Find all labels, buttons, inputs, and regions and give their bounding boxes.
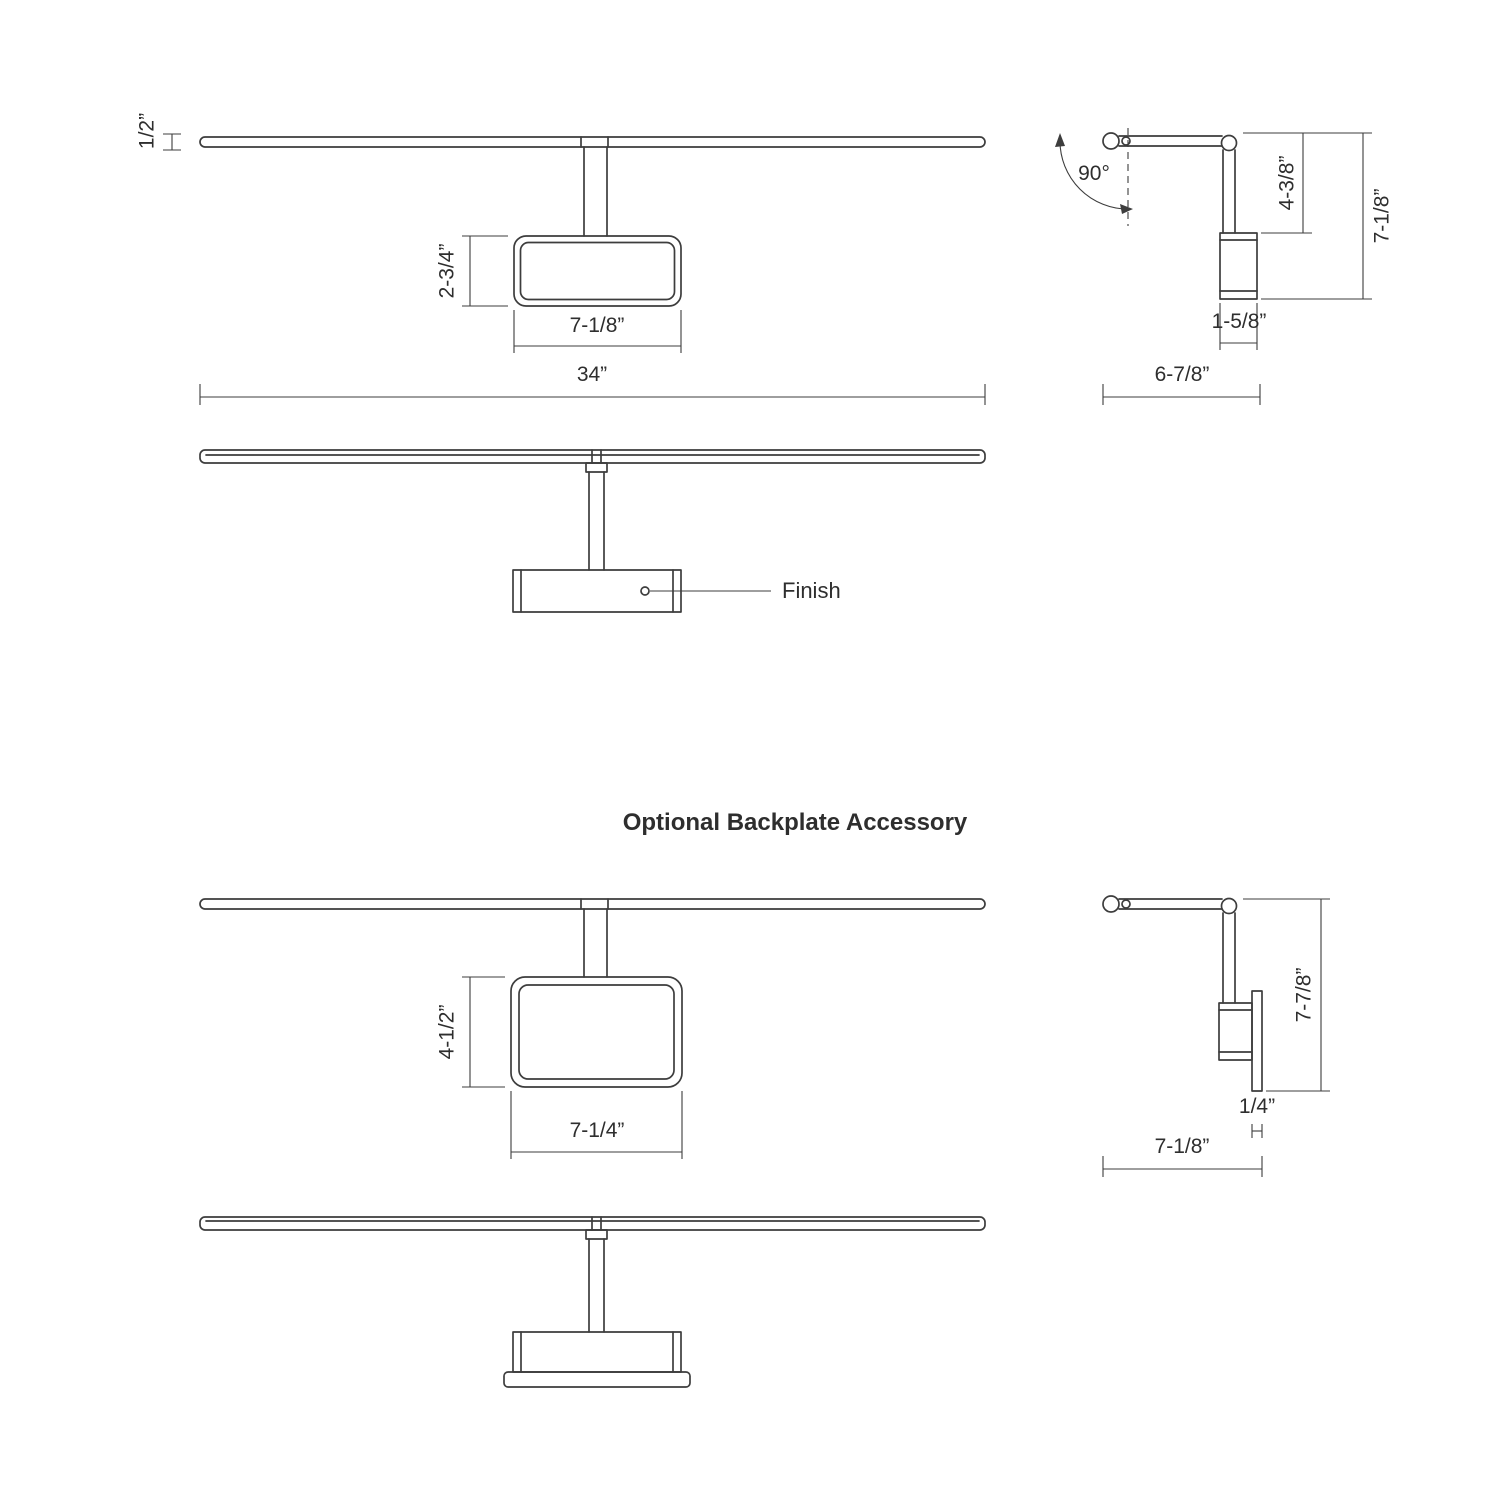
arm-pivot [1220, 897, 1238, 915]
dim-acc-overall-height-label: 7-7/8” [1292, 968, 1315, 1023]
dim-backplate-height-label: 4-1/2” [435, 1005, 458, 1060]
dim-acc-overall-depth-label: 7-1/8” [1155, 1135, 1210, 1158]
canopy-side [1219, 232, 1258, 300]
accessory-bottom-view [199, 1216, 986, 1388]
backplate-front-inner [518, 984, 675, 1080]
stem-bracket [585, 1229, 608, 1240]
backplate-side [1251, 990, 1263, 1092]
accessory-front-dims: 4-1/2” 7-1/4” [435, 976, 683, 1159]
stem-bracket [585, 462, 608, 473]
standard-side-dims: 90° 4-3/8” 7-1/8” 1-5/8” 6-7/8” [1055, 128, 1393, 405]
light-bar [199, 898, 986, 910]
backplate-front [510, 976, 683, 1088]
accessory-front-view [199, 898, 986, 1088]
finish-marker [640, 586, 650, 596]
dim-backplate-width-label: 7-1/4” [570, 1119, 625, 1142]
accessory-side-view [1102, 895, 1263, 1092]
standard-side-view [1102, 132, 1258, 300]
dim-canopy-height-label: 2-3/4” [435, 244, 458, 299]
standard-front-dims: 1/2” 2-3/4” 7-1/8” 34” [135, 113, 986, 405]
arm-pivot [1220, 134, 1238, 152]
dim-drop-height-label: 4-3/8” [1275, 156, 1298, 211]
dim-canopy-width-label: 7-1/8” [570, 314, 625, 337]
page-title: Optional Backplate Accessory [623, 809, 968, 836]
dim-overall-depth-label: 6-7/8” [1155, 363, 1210, 386]
head-end-cap [1102, 895, 1120, 913]
canopy-front [513, 235, 682, 307]
angle-arc [1059, 140, 1129, 210]
finish-label: Finish [782, 578, 841, 603]
arc-arrowhead [1055, 133, 1065, 147]
accessory-side-dims: 7-7/8” 1/4” 7-1/8” [1102, 898, 1330, 1177]
light-bar [199, 136, 986, 148]
standard-front-view [199, 136, 986, 307]
backplate-flange [503, 1371, 691, 1388]
dim-overall-height-label: 7-1/8” [1370, 189, 1393, 244]
canopy-front-inner [519, 241, 676, 301]
head-pivot-pin [1121, 899, 1131, 909]
dim-bar-thickness-label: 1/2” [135, 113, 158, 149]
canopy-box [512, 1331, 682, 1373]
dim-canopy-depth-label: 1-5/8” [1212, 310, 1267, 333]
head-pivot-pin [1121, 136, 1131, 146]
finish-view [199, 449, 986, 613]
finish-callout: Finish [650, 578, 841, 603]
dim-backplate-thickness-label: 1/4” [1239, 1095, 1275, 1118]
dim-overall-width-label: 34” [577, 363, 607, 386]
arc-arrowhead [1120, 204, 1133, 214]
head-end-cap [1102, 132, 1120, 150]
angle-label: 90° [1078, 162, 1110, 185]
